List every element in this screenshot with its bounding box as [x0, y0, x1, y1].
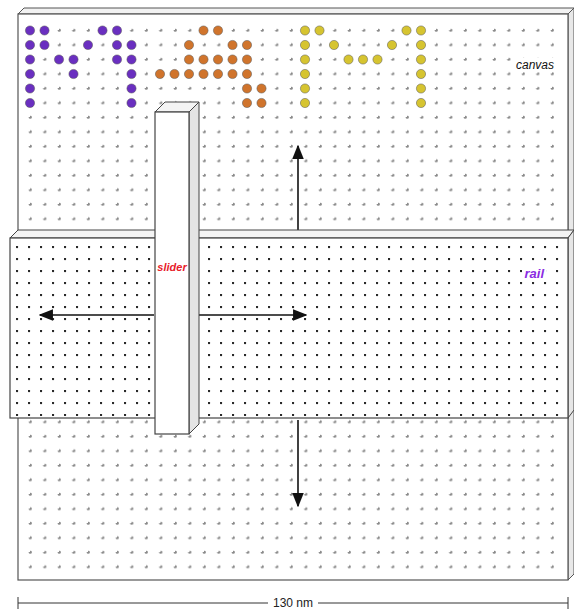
dimension-label: 130 nm [268, 596, 318, 610]
colored-dot [416, 69, 425, 78]
part-label: rail [522, 266, 546, 281]
slider-bar: slider [155, 112, 189, 434]
canvas-top-face [18, 8, 574, 14]
colored-dot [402, 26, 411, 35]
canvas-region: canvas rail slider [18, 14, 568, 580]
rail-dot-grid [12, 240, 566, 416]
colored-dot [213, 26, 222, 35]
colored-dot [242, 69, 251, 78]
colored-dot [199, 26, 208, 35]
part-label: canvas [514, 58, 556, 72]
colored-dot [112, 26, 121, 35]
colored-dot [242, 40, 251, 49]
colored-dot [184, 55, 193, 64]
colored-dot [358, 55, 367, 64]
rail-side-face [568, 230, 574, 418]
colored-dot [69, 55, 78, 64]
colored-dot [315, 26, 324, 35]
colored-dot [184, 69, 193, 78]
colored-dot [83, 40, 92, 49]
colored-dot [25, 55, 34, 64]
colored-dot [416, 26, 425, 35]
motion-arrow [297, 146, 299, 232]
colored-dot [40, 40, 49, 49]
colored-dot [25, 69, 34, 78]
colored-dot [329, 40, 338, 49]
rail-top-face [10, 230, 574, 238]
colored-dot [300, 26, 309, 35]
colored-dot [300, 40, 309, 49]
colored-dot [300, 69, 309, 78]
slider-side-face [189, 102, 199, 434]
colored-dot [300, 55, 309, 64]
colored-dot [112, 55, 121, 64]
colored-dot [242, 98, 251, 107]
colored-dot [25, 40, 34, 49]
dimension-tick [18, 597, 19, 609]
colored-dot [155, 69, 164, 78]
colored-dot [127, 84, 136, 93]
rail-band: rail [10, 238, 568, 418]
colored-dot [300, 84, 309, 93]
dimension-tick [568, 597, 569, 609]
colored-dot [54, 55, 63, 64]
colored-dot [112, 40, 121, 49]
colored-dot [416, 84, 425, 93]
colored-dot [373, 55, 382, 64]
colored-dot [213, 55, 222, 64]
colored-dot [387, 40, 396, 49]
colored-dot [242, 55, 251, 64]
colored-dot [257, 84, 266, 93]
colored-dot [199, 55, 208, 64]
colored-dot [416, 40, 425, 49]
motion-arrow [297, 420, 299, 506]
part-label: slider [157, 261, 186, 273]
letter-dots [25, 26, 425, 108]
colored-dot [25, 84, 34, 93]
colored-dot [257, 98, 266, 107]
colored-dot [228, 69, 237, 78]
colored-dot [25, 26, 34, 35]
colored-dot [170, 69, 179, 78]
colored-dot [98, 26, 107, 35]
colored-dot [416, 55, 425, 64]
colored-dot [127, 69, 136, 78]
colored-dot [25, 98, 34, 107]
colored-dot [213, 69, 222, 78]
colored-dot [199, 69, 208, 78]
motion-arrow [190, 314, 306, 316]
colored-dot [242, 84, 251, 93]
slider-front [155, 112, 189, 434]
colored-dot [228, 40, 237, 49]
colored-dot [127, 55, 136, 64]
colored-dot [344, 55, 353, 64]
colored-dot [416, 98, 425, 107]
colored-dot [184, 40, 193, 49]
canvas-side-face [568, 8, 574, 580]
colored-dot [300, 98, 309, 107]
motion-arrow [40, 314, 154, 316]
colored-dot [40, 26, 49, 35]
colored-dot [127, 40, 136, 49]
rail-front [10, 238, 568, 418]
colored-dot [69, 69, 78, 78]
colored-dot [228, 55, 237, 64]
colored-dot [127, 98, 136, 107]
